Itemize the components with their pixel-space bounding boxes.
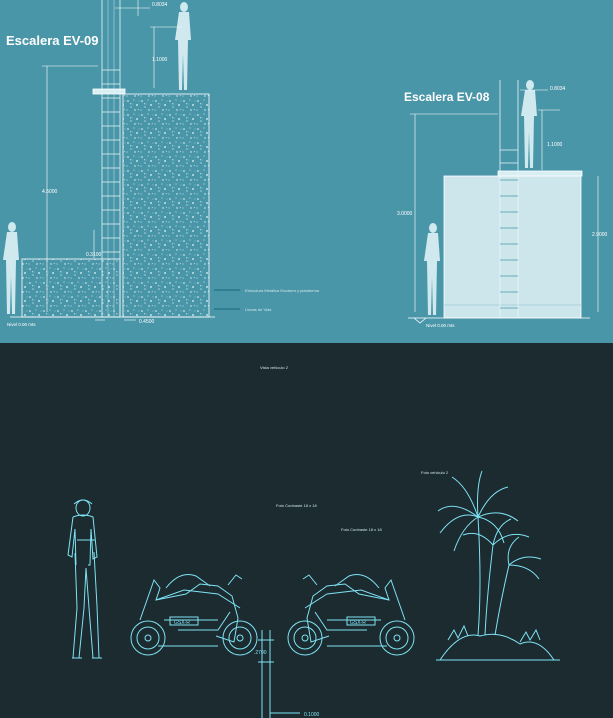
ev08-dim-railing: 1.1000 [547,142,563,148]
ev08-title: Escalera EV-08 [404,90,490,104]
motorcycle-left [130,574,258,656]
ev08-dim-top: 0.8034 [550,86,566,92]
ev08-person-top [521,80,537,168]
ev09-dim-top: 0.8034 [152,2,168,8]
ev08-dim-left: 3.0000 [397,211,413,217]
ev08-person-ground [424,223,440,315]
ev09-person-top [175,2,191,90]
worker-figure [67,499,102,659]
ev09-dim-height: 4.5000 [42,189,58,195]
dim-vertical: .2700 [254,650,267,656]
caption-top: Vista vehiculo 2 [260,365,289,370]
moto-right-badge: GSX-R [350,620,366,626]
ev09-platform [92,88,126,95]
ev09-person-ground [3,222,19,314]
legend-item-lifeline: Lineas de Vida [245,307,272,312]
ev09-dim-railing: 1.1000 [152,57,168,63]
ev09-title: Escalera EV-09 [6,33,99,48]
ev08-drawing [408,80,599,324]
motorcycle-right [287,574,415,656]
ev09-dim-base: 0.4500 [139,319,155,325]
bottom-dimension [258,630,300,718]
ev09-dim-step: 0.3100 [86,252,102,258]
legend [214,289,240,310]
moto-left-badge: GSX-R [174,620,190,626]
palm-trees [436,470,560,661]
ev09-level-label: Nivel 0.00 mts [7,322,36,327]
dim-bottom: 0.1000 [304,712,320,718]
caption-moto-2: Foto Contraste 18 x 18 [341,527,382,532]
ev08-dim-right: 2.9000 [592,232,608,238]
caption-moto-1: Foto Contraste 18 x 18 [276,503,317,508]
legend-item-structure: Estructura Metalica Escalera y plataform… [245,288,320,293]
line-art: GSX-R GSX-R [67,470,560,718]
ev08-platform [497,170,583,177]
ev08-level-label: Nivel 0.00 mts [426,323,455,328]
ev09-low-block [21,258,121,318]
ev09-tall-block [122,93,210,318]
ev09-ladder [101,0,121,317]
bottom-panel-bg [0,343,613,718]
caption-palm: Foto vehiculo 2 [421,470,449,475]
ev09-drawing [3,0,215,321]
ev08-ladder [499,80,519,317]
ev08-block [443,175,582,319]
